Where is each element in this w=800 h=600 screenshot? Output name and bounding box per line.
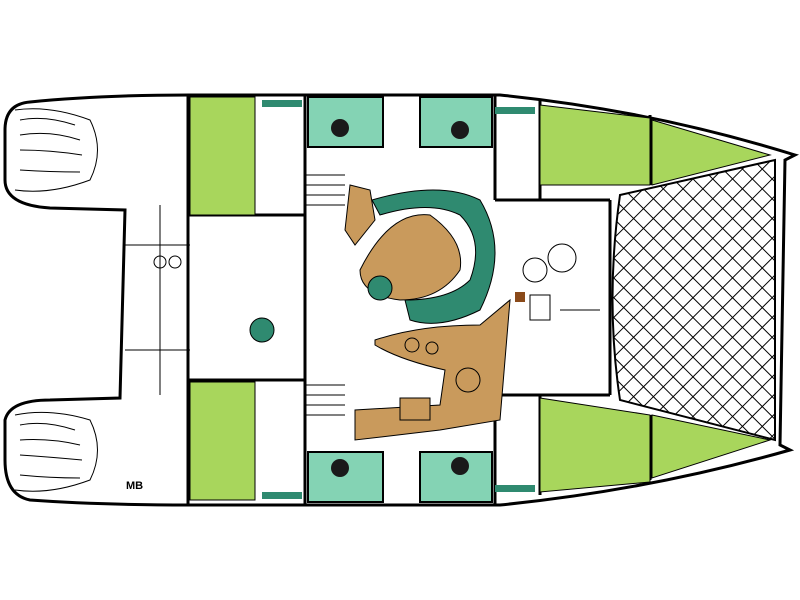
cabin-aft-starboard [189,381,256,501]
cabin-aft-port [189,96,256,216]
cabin-fwd-port-2 [651,119,772,186]
chart-table [515,292,525,302]
cabin-fwd-stbd-2 [651,414,772,479]
cockpit-seat [249,317,275,343]
designer-logo: MB [126,480,144,492]
pouf [367,275,393,301]
companionway-stairs [125,174,345,416]
port-stern-steps [14,108,98,492]
galley [354,298,511,441]
helm-station [522,243,600,321]
cabin-fwd-port-1 [539,104,651,186]
trampoline-net [611,158,776,442]
stove-burners [404,337,481,393]
toilets [331,119,469,477]
saloon-settee [371,189,496,324]
saloon-seat-left [344,184,376,246]
fridge [399,397,431,421]
cabin-fwd-stbd-1 [539,397,651,493]
heads [307,96,493,503]
hull-deck-strip [262,100,535,499]
cabins [189,96,772,501]
